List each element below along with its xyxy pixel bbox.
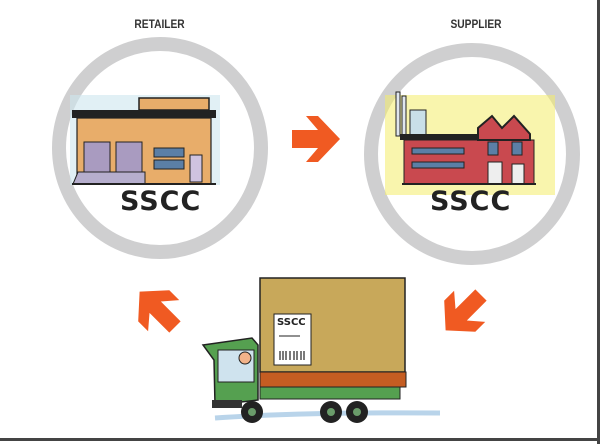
arrow-truck-to-retailer [138,290,181,333]
supplier-label: SUPPLIER [450,17,502,31]
arrow-retailer-to-supplier [292,116,340,162]
arrow-supplier-to-truck [444,289,487,332]
truck-illustration [201,277,441,423]
frame-edge-bottom [0,438,600,441]
retailer-sscc-badge: SSCC [120,186,202,217]
supplier-factory-illustration [385,91,555,195]
retailer-ring [52,37,268,259]
truck-label-sscc: SSCC [277,317,306,328]
supplier-sscc-badge: SSCC [430,186,512,217]
retailer-building-illustration [70,95,220,185]
supplier-ring [364,43,580,265]
frame-edge-right [597,0,600,444]
retailer-label: RETAILER [134,17,185,31]
